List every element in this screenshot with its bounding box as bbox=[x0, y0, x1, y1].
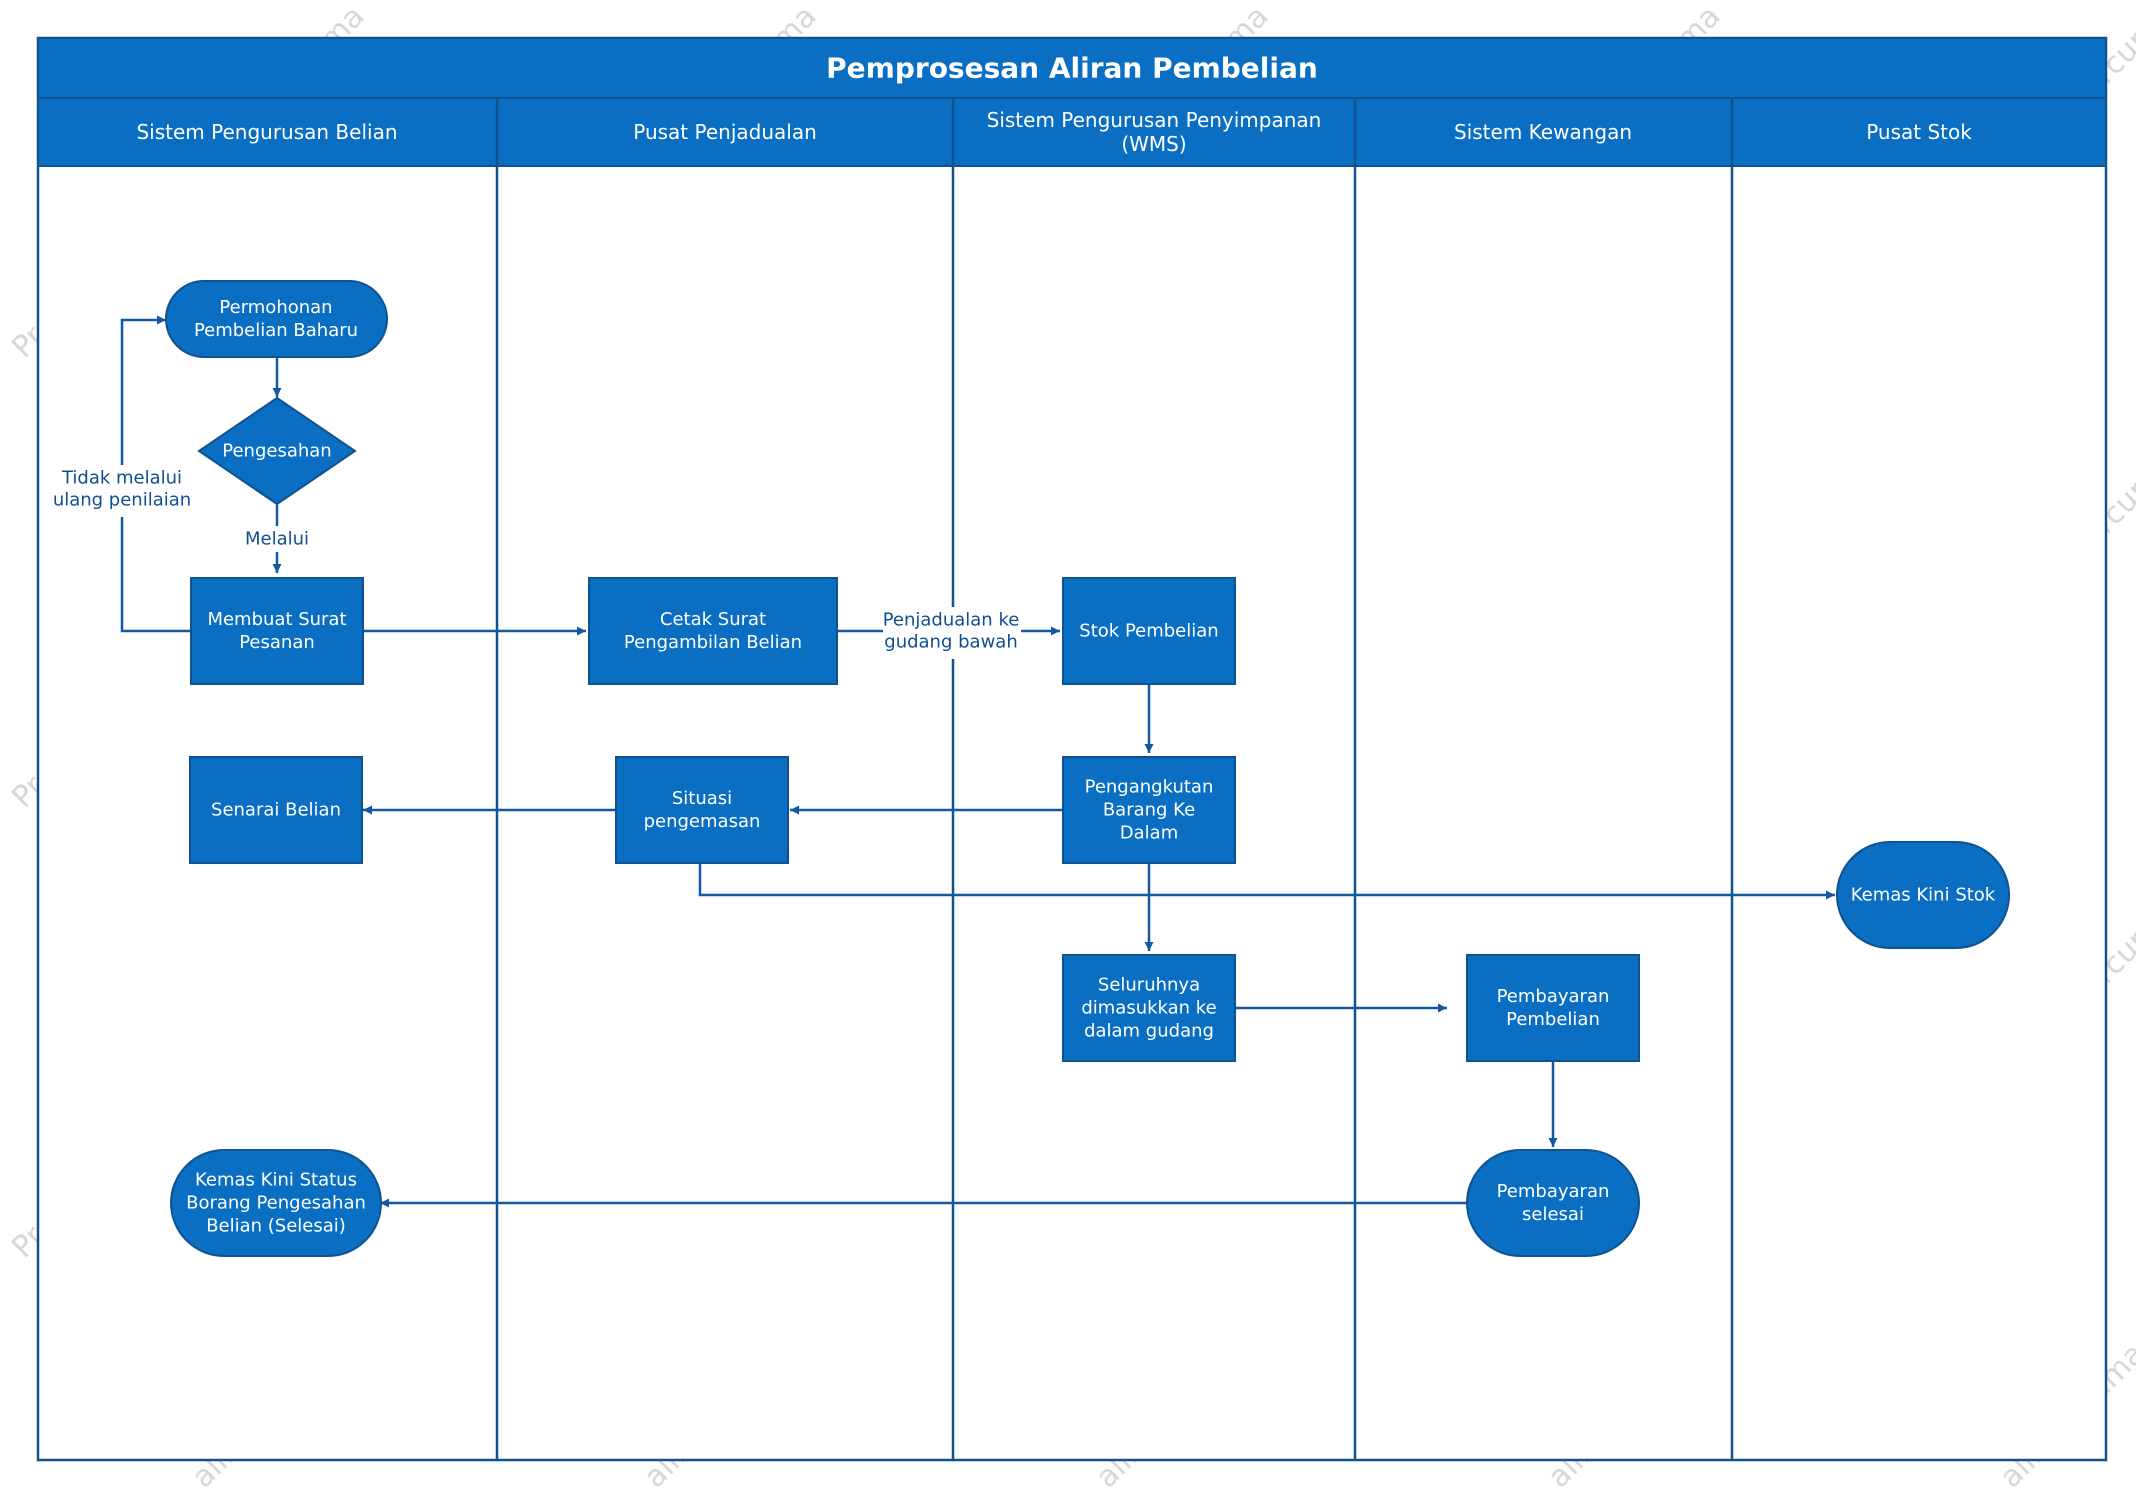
node-cetak-surat[interactable] bbox=[588, 577, 838, 685]
node-permohonan[interactable] bbox=[165, 280, 388, 358]
node-situasi[interactable] bbox=[615, 756, 789, 864]
lane-header-2: Pusat Penjadualan bbox=[633, 120, 817, 144]
title-bar bbox=[37, 37, 2107, 99]
edge-label-bg bbox=[242, 526, 312, 552]
lane-header-3: Sistem Pengurusan Penyimpanan(WMS) bbox=[987, 108, 1322, 156]
node-kemas-kini-status[interactable] bbox=[170, 1149, 382, 1257]
node-senarai-belian[interactable] bbox=[189, 756, 363, 864]
node-pengangkutan[interactable] bbox=[1062, 756, 1236, 864]
lane-header-bar bbox=[37, 97, 2107, 167]
lane-header-5: Pusat Stok bbox=[1866, 120, 1972, 144]
edge-label-bg bbox=[57, 465, 187, 517]
node-pengesahan[interactable] bbox=[197, 396, 357, 506]
edge-situasi-to-kemas-kini-stok bbox=[698, 863, 1835, 900]
lane-header-1: Sistem Pengurusan Belian bbox=[136, 120, 397, 144]
node-stok-pembelian-label: Stok Pembelian bbox=[1079, 621, 1218, 642]
node-kemas-kini-stok[interactable] bbox=[1836, 841, 2010, 949]
node-membuat-surat[interactable] bbox=[190, 577, 364, 685]
edge-label-melalui: Melalui bbox=[245, 529, 309, 550]
diagram-frame bbox=[36, 36, 2108, 1462]
node-pembayaran-pembelian[interactable] bbox=[1466, 954, 1640, 1062]
node-seluruhnya[interactable] bbox=[1062, 954, 1236, 1062]
node-stok-pembelian[interactable] bbox=[1062, 577, 1236, 685]
edge-label-bg bbox=[883, 607, 1021, 659]
node-senarai-belian-label: Senarai Belian bbox=[211, 800, 341, 821]
diagram-title: Pemprosesan Aliran Pembelian bbox=[826, 52, 1318, 85]
node-pembayaran-selesai[interactable] bbox=[1466, 1149, 1640, 1257]
node-pengesahan-label: Pengesahan bbox=[222, 441, 331, 462]
node-kemas-kini-stok-label: Kemas Kini Stok bbox=[1851, 885, 1996, 906]
lane-header-4: Sistem Kewangan bbox=[1454, 120, 1632, 144]
